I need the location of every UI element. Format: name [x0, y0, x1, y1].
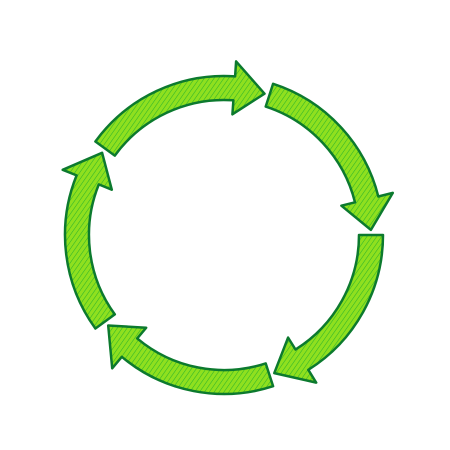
arrow-segment-5	[94, 60, 266, 157]
arrow-segment-3	[106, 324, 275, 396]
arrow-segment-1	[264, 82, 395, 232]
arrows-group	[61, 60, 395, 396]
arrow-segment-2	[273, 233, 385, 384]
arrow-segment-4	[61, 151, 117, 330]
